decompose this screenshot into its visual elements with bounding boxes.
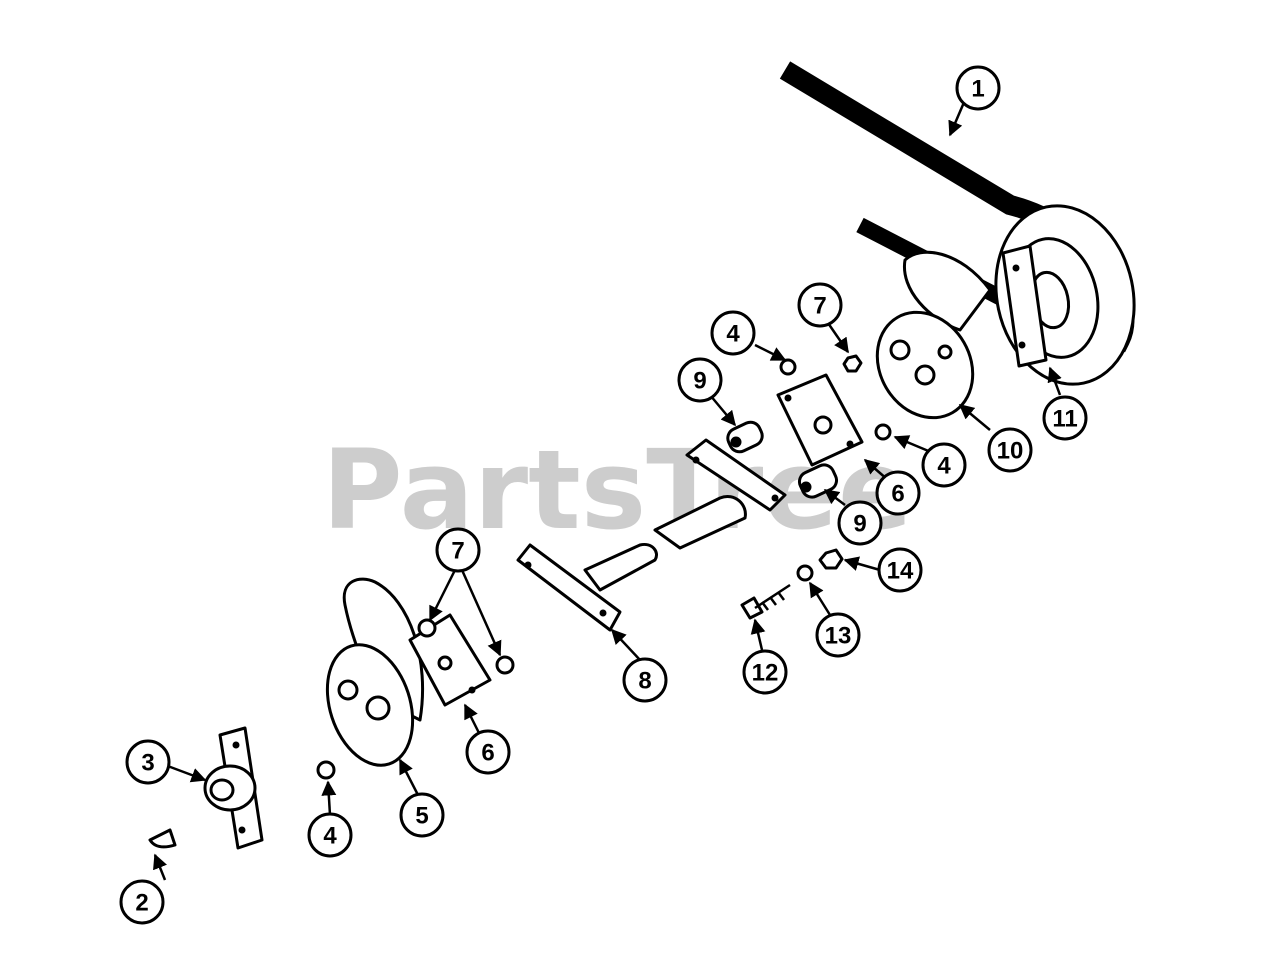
- callout-9-lower: 9: [837, 500, 883, 546]
- callout-6-lower: 6: [465, 729, 511, 775]
- callout-7-lower: 7: [435, 527, 481, 573]
- callout-14: 14: [877, 547, 923, 593]
- bearing-housing: [203, 726, 264, 850]
- svg-text:12: 12: [752, 660, 779, 687]
- callout-4-upper: 4: [710, 310, 756, 356]
- callout-4-right: 4: [921, 442, 967, 488]
- bolt: [740, 583, 791, 620]
- svg-text:4: 4: [323, 823, 337, 850]
- svg-text:5: 5: [415, 803, 428, 830]
- svg-text:11: 11: [1052, 406, 1077, 433]
- svg-text:10: 10: [997, 438, 1024, 465]
- svg-text:1: 1: [971, 76, 984, 103]
- svg-text:7: 7: [813, 293, 826, 320]
- svg-text:2: 2: [135, 890, 148, 917]
- callout-7-upper: 7: [797, 282, 843, 328]
- callout-1: 1: [955, 65, 1001, 111]
- svg-text:4: 4: [726, 321, 740, 348]
- callout-8: 8: [622, 657, 668, 703]
- nut-upper: [779, 358, 797, 376]
- callout-4-lower: 4: [307, 812, 353, 858]
- callout-11: 11: [1042, 395, 1088, 441]
- callout-13: 13: [815, 612, 861, 658]
- impeller-shaft: [516, 495, 747, 632]
- nut-right: [874, 423, 892, 441]
- impeller-rear: [875, 250, 992, 420]
- svg-text:8: 8: [638, 668, 651, 695]
- svg-text:6: 6: [481, 740, 494, 767]
- callout-6-upper: 6: [875, 470, 921, 516]
- svg-text:6: 6: [891, 481, 904, 508]
- nut-front-left: [316, 760, 336, 780]
- callout-9-upper: 9: [677, 357, 723, 403]
- bearing-plate-front: [408, 613, 492, 707]
- callout-12: 12: [742, 649, 788, 695]
- callout-10: 10: [987, 427, 1033, 473]
- shaft-plate-upper: [685, 438, 787, 512]
- callout-5: 5: [399, 792, 445, 838]
- callout-3: 3: [125, 739, 171, 785]
- svg-text:4: 4: [937, 453, 951, 480]
- pulley: [994, 204, 1136, 386]
- nut-hex-upper: [842, 354, 863, 373]
- impeller-front: [325, 577, 425, 767]
- hex-nut: [818, 548, 844, 570]
- callout-2: 2: [119, 879, 165, 925]
- spacer-upper: [726, 420, 764, 454]
- nut-front-right: [495, 655, 515, 675]
- svg-text:13: 13: [825, 623, 852, 650]
- key: [148, 828, 177, 849]
- washer: [796, 564, 814, 582]
- svg-text:9: 9: [693, 368, 706, 395]
- svg-text:3: 3: [141, 750, 154, 777]
- svg-text:14: 14: [887, 558, 914, 585]
- svg-text:7: 7: [451, 538, 464, 565]
- bearing-plate-rear: [776, 373, 864, 467]
- svg-text:9: 9: [853, 511, 866, 538]
- spacer-lower: [797, 463, 839, 499]
